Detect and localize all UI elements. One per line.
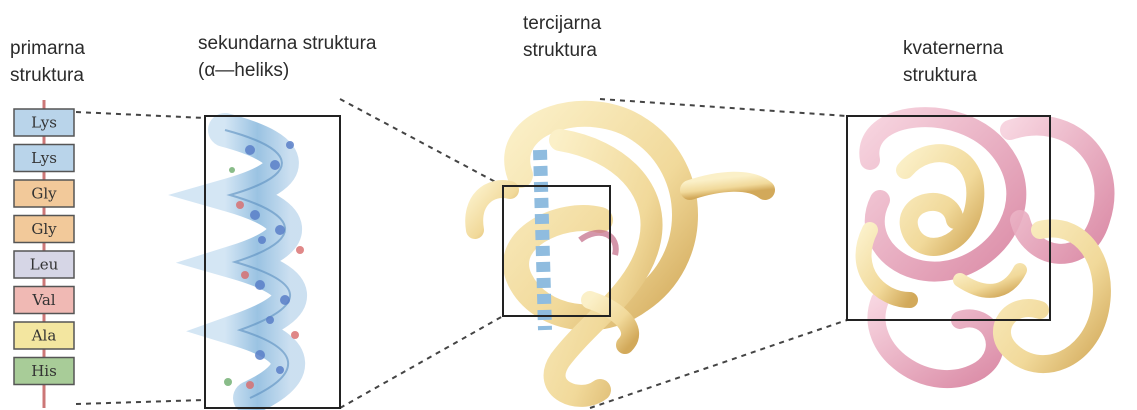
amino-acid-label: His	[31, 362, 57, 380]
primary-structure: LysLysGlyGlyLeuValAlaHis	[14, 100, 74, 408]
quaternary-structure-illustration	[864, 117, 1105, 379]
alpha-helix-illustration	[224, 130, 304, 398]
amino-acid-lys: Lys	[14, 109, 74, 136]
connector-secondary-bottom	[340, 316, 503, 408]
amino-acid-label: Gly	[31, 220, 57, 238]
amino-acid-label: Ala	[31, 327, 57, 345]
connector-primary-top	[76, 112, 205, 118]
amino-acid-val: Val	[14, 287, 74, 314]
amino-acid-label: Gly	[31, 185, 57, 203]
tertiary-structure-illustration	[474, 114, 765, 396]
connector-secondary-top	[340, 99, 503, 186]
zoom-connectors	[76, 99, 847, 408]
amino-acid-ala: Ala	[14, 322, 74, 349]
amino-acid-lys: Lys	[14, 145, 74, 172]
amino-acid-label: Val	[31, 291, 55, 309]
connector-primary-bottom	[76, 400, 205, 404]
amino-acid-his: His	[14, 358, 74, 385]
amino-acid-leu: Leu	[14, 251, 74, 278]
amino-acid-label: Lys	[31, 114, 57, 132]
amino-acid-gly: Gly	[14, 216, 74, 243]
amino-acid-label: Lys	[31, 149, 57, 167]
amino-acid-gly: Gly	[14, 180, 74, 207]
amino-acid-label: Leu	[30, 256, 59, 274]
